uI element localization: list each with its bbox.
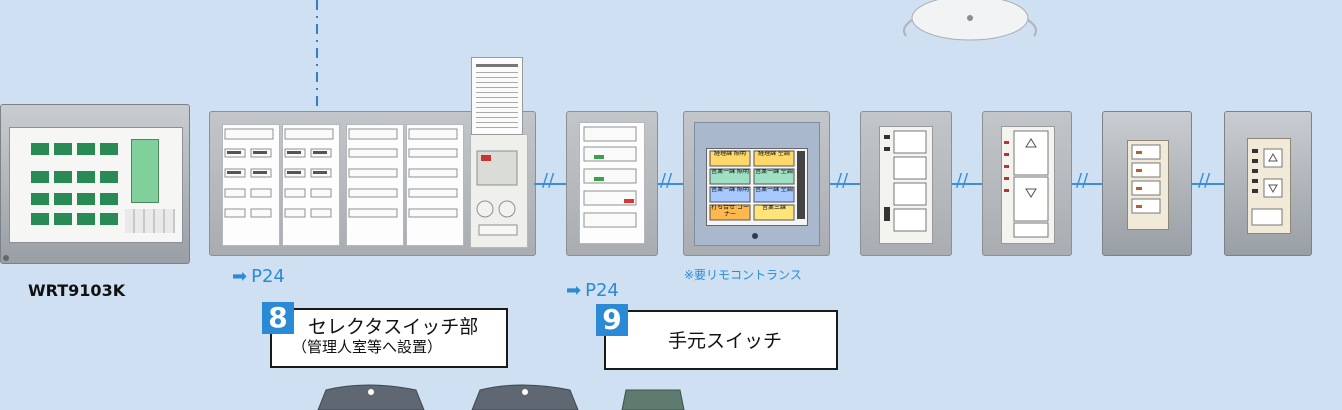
page-reference-left[interactable]: ➡ P24 <box>232 266 285 287</box>
switch-plate-buttons <box>884 130 927 232</box>
panel-sensor-icon <box>752 233 758 239</box>
panel-tile-label: 営業三課 <box>761 205 786 211</box>
wire-break-mark: // <box>1076 170 1089 191</box>
arrow-up-icon <box>1025 138 1037 148</box>
switch-module <box>346 124 404 246</box>
panel-tile <box>753 186 795 203</box>
panel-side-keys <box>797 151 805 219</box>
arrow-up-icon <box>1268 152 1278 162</box>
panel-tile <box>753 150 795 167</box>
panel-tile-label: 営業一課 照明 <box>711 169 749 175</box>
controller-display <box>131 139 159 203</box>
bottom-device-partial <box>471 384 579 410</box>
main-controller-device <box>0 104 190 264</box>
switch-module <box>406 124 464 246</box>
bottom-device-partial <box>621 389 685 410</box>
arrow-down-icon <box>1025 188 1037 198</box>
switch-module <box>222 124 280 246</box>
connection-wire <box>1190 183 1224 185</box>
page-reference-text: P24 <box>585 280 619 301</box>
panel-tile <box>709 204 751 221</box>
panel-tile <box>709 186 751 203</box>
steel-switch-buttons <box>1131 144 1161 214</box>
switch-rockers <box>224 128 518 236</box>
wire-break-mark: // <box>956 170 969 191</box>
controller-key-row <box>31 171 121 183</box>
wire-break-mark: // <box>1198 170 1211 191</box>
controller-keypad <box>125 209 175 233</box>
connection-wire <box>1070 183 1102 185</box>
section-8-box <box>270 308 508 368</box>
panel-tile-label: 打ち合せ コーナー <box>711 205 749 218</box>
model-label: WRT9103K <box>28 281 126 300</box>
panel-tile <box>753 168 795 185</box>
section-9-title: 手元スイッチ <box>668 330 783 352</box>
vertical-dash-line <box>316 0 318 112</box>
panel-tile-label: 経理課 照明 <box>714 151 746 157</box>
arrow-down-icon <box>1268 184 1278 194</box>
switch-module <box>282 124 340 246</box>
page-reference-text: P24 <box>251 266 285 287</box>
ceiling-sensor-icon <box>903 0 1037 41</box>
arrow-right-icon: ➡ <box>566 280 582 301</box>
wire-break-mark: // <box>542 170 555 191</box>
controller-key-row <box>31 143 121 155</box>
section-8-number: 8 <box>262 302 294 334</box>
section-9-number: 9 <box>596 304 628 336</box>
connection-wire <box>656 183 684 185</box>
controller-key-row <box>31 193 121 205</box>
wire-break-mark: // <box>660 170 673 191</box>
section-9-box <box>604 310 838 370</box>
panel-tile <box>753 204 795 221</box>
arrow-right-icon: ➡ <box>232 266 248 287</box>
panel-tile-label: 営業一課 空調 <box>755 169 793 175</box>
controller-key-row <box>31 213 121 225</box>
connection-wire <box>828 183 860 185</box>
panel-tile <box>709 150 751 167</box>
bottom-device-partial <box>317 384 425 410</box>
hand-switch-rockers <box>583 126 637 228</box>
wire-break-mark: // <box>836 170 849 191</box>
connection-wire <box>950 183 982 185</box>
touch-panel-tiles <box>709 150 805 239</box>
instruction-card <box>471 57 523 135</box>
section-8-subtitle: （管理人室等へ設置） <box>292 338 443 356</box>
connection-wire <box>534 183 566 185</box>
dimmer-plate-buttons <box>1004 130 1049 238</box>
page-reference-right[interactable]: ➡ P24 <box>566 280 619 301</box>
section-8-title: セレクタスイッチ部 <box>308 316 479 338</box>
steel-dimmer-buttons <box>1251 148 1283 226</box>
transformer-note: ※要リモコントランス <box>684 268 802 282</box>
panel-tile-label: 営業一課 照明 <box>711 187 749 193</box>
panel-tile-label: 経理課 空調 <box>758 151 790 157</box>
panel-tile-label: 営業一課 空調 <box>755 187 793 193</box>
panel-tile <box>709 168 751 185</box>
screw-icon <box>3 255 9 261</box>
